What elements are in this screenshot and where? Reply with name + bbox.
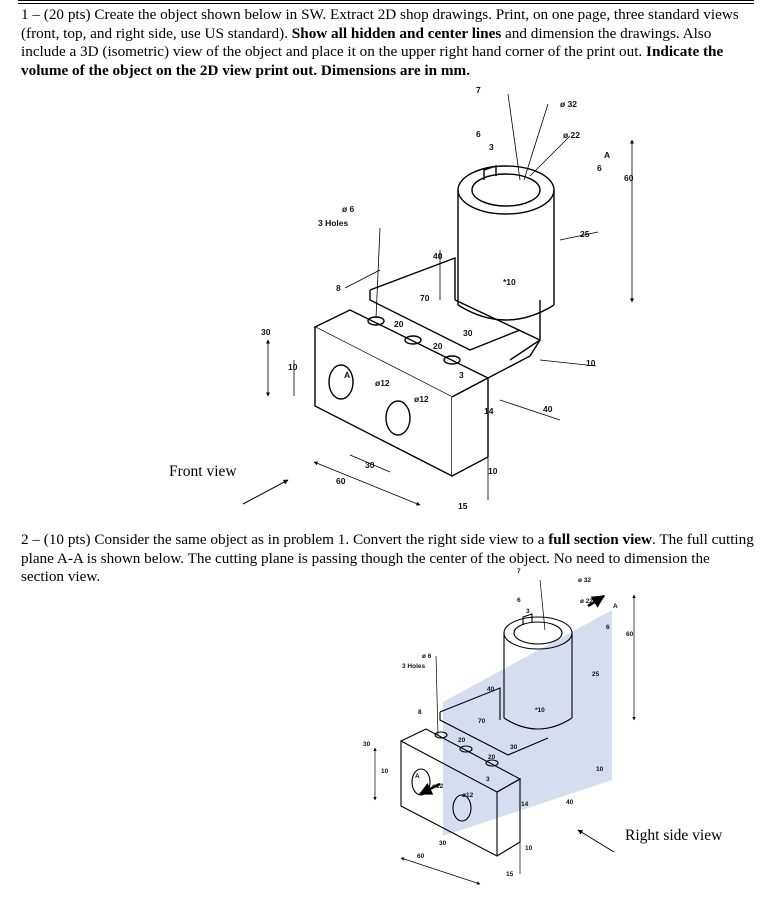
dim-8: 8 (336, 283, 341, 293)
dim-phi12-a: ø12 (375, 378, 390, 388)
figure-2-object (399, 613, 573, 857)
dim2-70: 70 (478, 718, 486, 725)
cutting-plane-a-a (443, 610, 612, 836)
dim-phi32: ø 32 (560, 99, 577, 109)
dim-6-top: 6 (476, 129, 481, 139)
cut-label-a-2: A (344, 370, 350, 380)
dim2-40-b: 40 (566, 799, 574, 806)
problem-1-text: 1 – (20 pts) Create the object shown bel… (21, 6, 756, 80)
figure-2-dimension-lines (373, 579, 636, 885)
top-rule-double (18, 3, 754, 4)
dim-10: 10 (288, 362, 298, 372)
dim-40: 40 (433, 251, 443, 261)
dim2-phi12-a: ø12 (432, 783, 444, 790)
dim2-10-radius: *10 (535, 707, 545, 714)
dim2-30: 30 (363, 741, 371, 748)
cut-label-a: A (604, 150, 610, 160)
dim2-25: 25 (592, 671, 600, 678)
dim-20-a: 20 (394, 319, 404, 329)
dim-phi22: ø 22 (563, 130, 580, 140)
dim-3-b: 3 (459, 370, 464, 380)
dim-60-b: 60 (336, 476, 346, 486)
dim2-3-holes: 3 Holes (402, 663, 426, 670)
dim2-8: 8 (418, 709, 422, 716)
dim2-phi12-b: ø12 (462, 792, 474, 799)
dim-40-b: 40 (543, 404, 553, 414)
dim2-6: 6 (606, 624, 610, 631)
dim-phi12-b: ø12 (414, 394, 429, 404)
dim2-phi32: ø 32 (578, 577, 591, 584)
top-rule (18, 0, 754, 1)
dim-10-b: 10 (586, 358, 596, 368)
problem-2-bold: full section view (548, 531, 653, 548)
problem-1-bold-1: Show all hidden and center lines (291, 24, 502, 42)
dim2-7: 7 (517, 568, 521, 575)
dim-20-b: 20 (433, 341, 443, 351)
problem-1-lead: 1 – (20 pts) Create the object shown bel… (21, 6, 739, 42)
figure-1-object (313, 165, 555, 478)
dim-30: 30 (261, 327, 271, 337)
dim-14: 14 (484, 406, 494, 416)
dim-30-a: 30 (463, 328, 473, 338)
front-view-arrow (242, 479, 289, 505)
dim2-10-c: 10 (525, 845, 533, 852)
right-side-view-arrow (577, 829, 615, 853)
dim2-20-b: 20 (488, 754, 496, 761)
problem-1-bold-2: Indicate the volume of the object on the… (21, 43, 724, 79)
dim2-phi22: ø 22 (580, 598, 593, 605)
dim-7: 7 (476, 85, 481, 95)
dim-70: 70 (420, 293, 430, 303)
dim2-20-a: 20 (458, 737, 466, 744)
dim2-14: 14 (521, 801, 529, 808)
dim2-6-top: 6 (517, 597, 521, 604)
dim-6: 6 (597, 163, 602, 173)
dim-3: 3 (489, 142, 494, 152)
dim-10-c: 10 (488, 466, 498, 476)
dim2-30-a: 30 (510, 744, 518, 751)
problem-2-text: 2 – (10 pts) Consider the same object as… (21, 531, 756, 587)
figure-2-dimension-text: 7 ø 32 ø 22 6 3 A 6 60 25 ø 6 3 Holes 40… (363, 568, 634, 878)
dim-phi6: ø 6 (342, 204, 355, 214)
dim2-15: 15 (506, 871, 514, 878)
figure-1-dimension-text: 7 ø 32 ø 22 6 3 A 6 60 25 ø 6 3 Holes 40… (261, 85, 634, 511)
dim2-10: 10 (381, 768, 389, 775)
problem-2-lead: 2 – (10 pts) Consider the same object as… (21, 531, 545, 548)
dim2-3: 3 (526, 608, 530, 615)
dim-3-holes: 3 Holes (318, 218, 349, 228)
dim2-10-b: 10 (596, 766, 604, 773)
dim2-40: 40 (487, 686, 495, 693)
dim-10-radius: *10 (503, 277, 516, 287)
dim-30-b: 30 (365, 460, 375, 470)
cut2-label-a-2: A (415, 773, 420, 780)
dim2-3-b: 3 (486, 776, 490, 783)
figure-1-dimension-lines (266, 93, 634, 506)
dim-15: 15 (458, 501, 468, 511)
problem-2-rest: . The full cutting plane A-A is shown be… (21, 531, 754, 585)
cut2-label-a: A (613, 603, 618, 610)
dim2-60-b: 60 (417, 853, 425, 860)
right-side-view-label: Right side view (625, 827, 723, 844)
dim-60: 60 (624, 173, 634, 183)
dim2-phi6: ø 6 (422, 653, 432, 660)
cutting-plane-arrows (418, 594, 606, 796)
dim2-30-b: 30 (439, 840, 447, 847)
dim2-60: 60 (626, 631, 634, 638)
problem-1-mid: and dimension the drawings. Also include… (21, 24, 712, 61)
front-view-label: Front view (169, 463, 237, 480)
dim-25: 25 (580, 229, 590, 239)
